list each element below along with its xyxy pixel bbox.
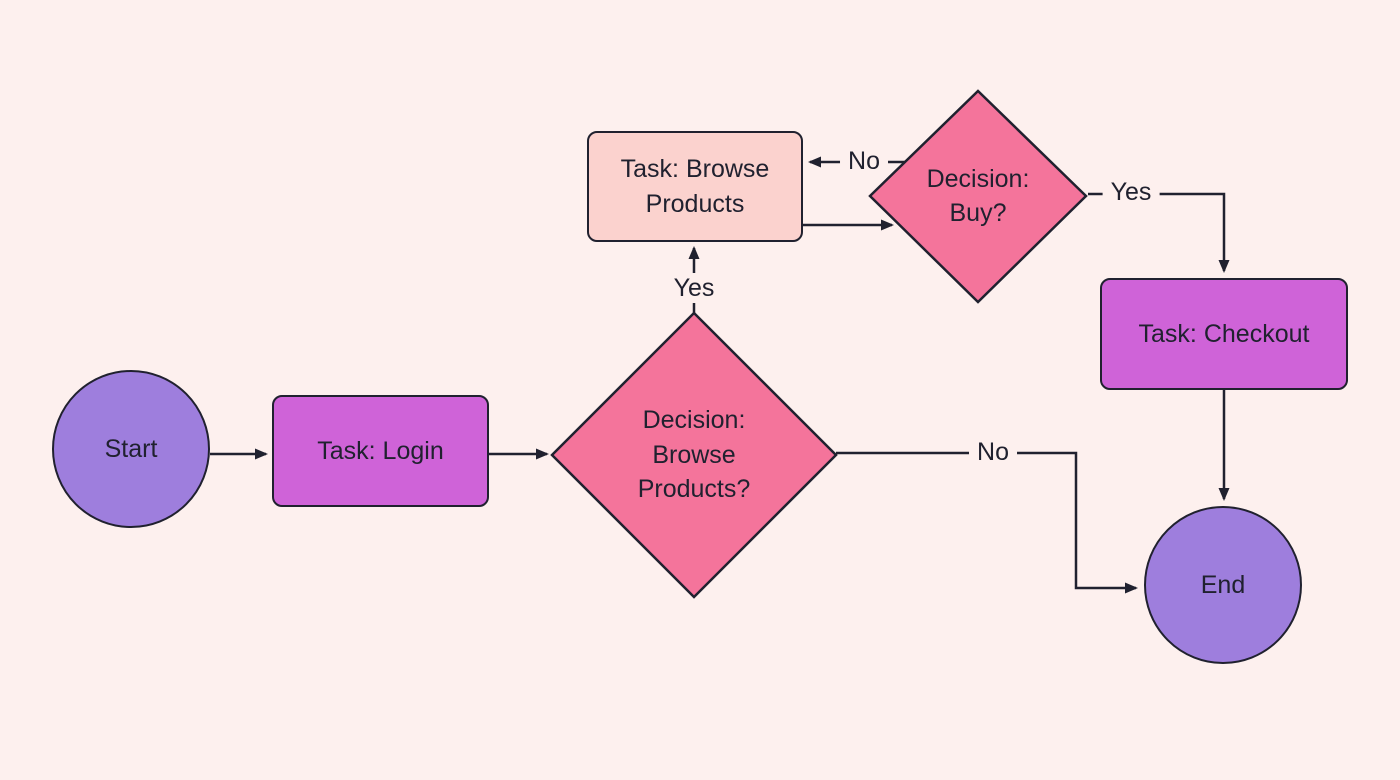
node-start-label: Start: [104, 434, 158, 463]
node-task-browse-products-label: Task: Browse Products: [620, 155, 770, 218]
node-task-login-label: Task: Login: [317, 436, 444, 465]
edge-label-buy-no: No: [840, 146, 888, 176]
node-end: End: [1144, 506, 1302, 664]
node-task-checkout: Task: Checkout: [1100, 278, 1348, 390]
node-task-browse-products: Task: Browse Products: [587, 131, 803, 242]
node-start: Start: [52, 370, 210, 528]
edge-browse-decision-no: [836, 451, 1138, 594]
node-end-label: End: [1200, 570, 1246, 599]
node-task-checkout-label: Task: Checkout: [1138, 319, 1310, 348]
edge-label-browse-yes: Yes: [665, 273, 723, 303]
node-buy-decision-shape: [868, 89, 1088, 304]
node-task-login: Task: Login: [272, 395, 489, 507]
node-browse-decision-shape: [550, 311, 838, 599]
edge-label-browse-no: No: [969, 437, 1017, 467]
edge-label-buy-yes: Yes: [1102, 177, 1160, 207]
